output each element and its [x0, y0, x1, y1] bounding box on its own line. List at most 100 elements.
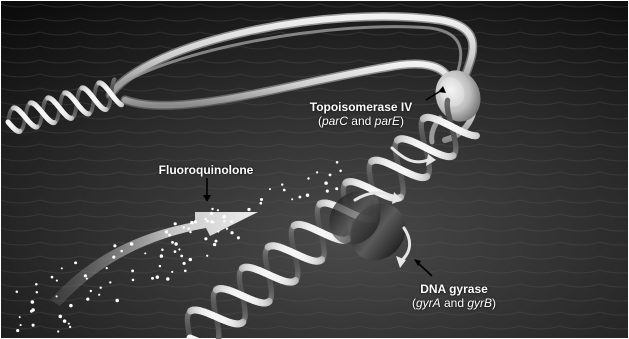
drug-particle — [226, 228, 228, 230]
drug-particle — [260, 202, 263, 205]
drug-particle — [69, 304, 73, 308]
drug-particle — [178, 248, 180, 250]
drug-particle — [151, 277, 154, 280]
drug-particle — [109, 281, 111, 283]
drug-particle — [210, 212, 214, 216]
gene-connector: and — [441, 296, 468, 310]
drug-particle — [165, 230, 168, 233]
paren-close: ) — [492, 296, 496, 310]
gene-connector: and — [348, 114, 375, 128]
drug-particle — [100, 287, 102, 289]
gene-gyrA: gyrA — [416, 296, 441, 310]
drug-particle — [326, 190, 329, 193]
drug-particle — [68, 323, 70, 325]
drug-particle — [59, 315, 63, 319]
drug-particle — [160, 254, 163, 257]
drug-particle — [98, 294, 100, 296]
drug-particle — [339, 170, 342, 173]
drug-particle — [174, 222, 177, 225]
helix-strand-segment — [8, 122, 9, 123]
gene-gyrB: gyrB — [467, 296, 492, 310]
helix-strand-segment — [397, 168, 400, 170]
drug-particle — [166, 277, 169, 280]
drug-particle — [184, 269, 187, 272]
drug-particle — [156, 275, 159, 278]
drug-particle — [214, 240, 217, 243]
drug-particle — [183, 226, 185, 228]
drug-particle — [57, 330, 59, 332]
drug-particle — [217, 209, 219, 211]
drug-particle — [130, 242, 133, 245]
drug-particle — [204, 237, 207, 240]
drug-particle — [32, 324, 35, 327]
drug-particle — [212, 221, 214, 223]
drug-particle — [329, 174, 332, 177]
drug-particle — [74, 261, 77, 264]
topoisomerase-iv-label: Topoisomerase IV (parC and parE) — [296, 100, 426, 128]
drug-particle — [213, 243, 216, 246]
helix-strand-segment — [294, 253, 297, 254]
drug-particle — [61, 267, 63, 269]
drug-particle — [30, 310, 33, 313]
helix-strand-segment — [42, 113, 43, 114]
drug-particle — [35, 283, 38, 286]
helix-strand-segment — [268, 274, 271, 275]
drug-particle — [56, 295, 58, 297]
drug-particle — [144, 252, 146, 254]
drug-particle — [189, 258, 192, 261]
dna-gyrase-genes: (gyrA and gyrB) — [396, 296, 512, 310]
drug-particle — [113, 244, 116, 247]
drug-particle — [316, 171, 318, 173]
drug-particle — [269, 188, 271, 190]
drug-particle — [222, 215, 226, 219]
drug-particle — [171, 271, 173, 273]
helix-strand-segment — [242, 296, 245, 297]
drug-particle — [237, 236, 240, 239]
drug-particle — [31, 300, 35, 304]
drug-particle — [223, 220, 225, 222]
gene-parC: parC — [322, 114, 348, 128]
drug-particle — [336, 161, 339, 164]
drug-particle — [283, 189, 286, 192]
drug-particle — [86, 298, 89, 301]
drug-particle — [189, 231, 191, 233]
helix-strand-segment — [449, 125, 452, 127]
drug-particle — [159, 265, 161, 267]
dna-gyrase-title: DNA gyrase — [396, 282, 512, 296]
paren-close: ) — [400, 114, 404, 128]
drug-particle — [230, 231, 233, 234]
drug-particle — [115, 299, 119, 303]
drug-particle — [324, 181, 328, 185]
drug-particle — [247, 208, 250, 211]
drug-particle — [190, 221, 193, 224]
topoisomerase-iv-genes: (parC and parE) — [296, 114, 426, 128]
helix-strand-segment — [77, 103, 78, 104]
drug-particle — [161, 248, 164, 251]
drug-particle — [281, 183, 283, 185]
gene-parE: parE — [375, 114, 400, 128]
drug-particle — [307, 177, 309, 179]
drug-particle — [260, 198, 263, 201]
helix-strand-segment — [216, 317, 219, 318]
fluoroquinolone-label: Fluoroquinolone — [150, 163, 262, 177]
drug-particle — [106, 267, 108, 269]
helix-strand-segment — [111, 94, 112, 95]
drug-particle — [183, 262, 186, 265]
helix-strand-segment — [320, 232, 323, 233]
drug-particle — [84, 274, 87, 277]
topoisomerase-iv-title: Topoisomerase IV — [296, 100, 426, 114]
drug-particle — [335, 187, 338, 190]
drug-particle — [86, 278, 88, 280]
drug-particle — [174, 250, 177, 253]
helix-strand-segment — [25, 117, 26, 118]
helix-strand-segment — [371, 189, 374, 191]
drug-particle — [217, 231, 219, 233]
drug-particle — [230, 220, 233, 223]
drug-particle — [168, 234, 171, 237]
drug-particle — [90, 290, 92, 292]
drug-particle — [206, 255, 208, 257]
drug-particle — [180, 255, 183, 258]
drug-particle — [112, 256, 115, 259]
